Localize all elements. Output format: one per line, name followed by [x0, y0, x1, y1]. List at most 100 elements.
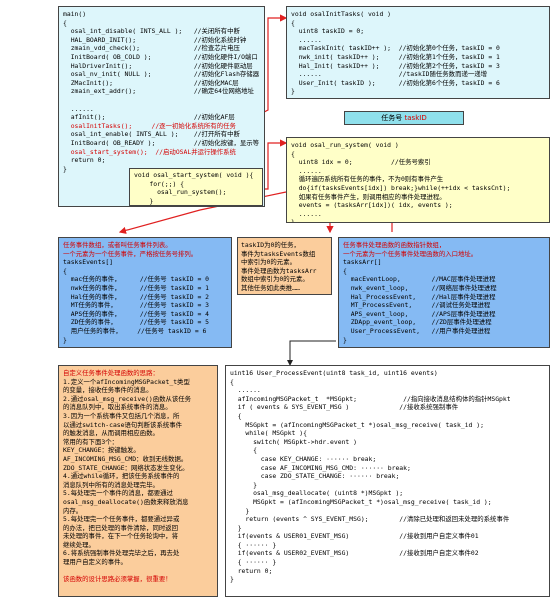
explain-line: 6.将系统强制事件处理完毕之后，再去处 [63, 549, 180, 558]
run-system-line: } [291, 218, 295, 223]
tasks-events-line: 任务事件数组，或者叫任务事件列表。 [63, 241, 172, 249]
init-tasks-box: void osalInitTasks( void ){ uint8 taskID… [286, 6, 550, 99]
tasks-events-line: } [63, 335, 67, 344]
user-process-line: uint16 User_ProcessEvent(uint8 task_id, … [230, 369, 438, 377]
main-line: osal_start_system(); //启动OSAL并运行操作系统 [63, 147, 236, 156]
tasks-arr-line: APS_event_loop, //APS层事件处理进程 [343, 309, 496, 318]
user-process-line: if ( events & SYS_EVENT_MSG ) //接收系统强制事件 [230, 403, 459, 412]
explain-line: 的办法，把已处理的事件清除，同时返回 [63, 523, 179, 532]
init-tasks-code: void osalInitTasks( void ){ uint8 taskID… [291, 10, 545, 96]
start-system-line: } [134, 205, 258, 206]
main-line: InitBoard( OB_COLD ); //初始化硬件I/O端口 [63, 52, 258, 61]
explain-line [63, 567, 213, 576]
user-process-line: { ······ } [230, 540, 277, 549]
user-process-event-code: uint16 User_ProcessEvent(uint8 task_id, … [230, 369, 545, 584]
tasks-arr-line: } [343, 335, 347, 344]
user-process-line: osal_msg_deallocate( (uint8 *)MSGpkt ); [230, 489, 404, 498]
tasks-arr-line: 任务事件处理函数的函数指针数组， [343, 241, 446, 249]
init-tasks-line: User_Init( taskID ); //初始化第6个任务，taskID =… [291, 78, 500, 87]
main-line: osalInitTasks(); //逐一初始化系统所有的任务 [63, 121, 236, 130]
run-system-line: events = (tasksArr[idx])( idx, events ); [291, 201, 453, 210]
explain-text: 1.定义一个afIncomingMSGPacket_t类型的变量，接收任务事件的… [63, 378, 213, 584]
user-process-line: afIncomingMSGPacket_t *MSGpkt; //指向接收消息结… [230, 394, 511, 403]
main-line: { [63, 18, 67, 27]
user-process-line: } [230, 523, 242, 532]
explain-line: 的变量，接收任务事件的消息。 [63, 386, 153, 395]
init-tasks-line: nwk_init( taskID++ ); //初始化第1个任务，taskID … [291, 52, 500, 61]
run-system-code: void osal_run_system( void ){ uint8 idx … [291, 141, 545, 223]
tasks-events-line: ZD任务的事件， //任务号 taskID = 5 [63, 318, 210, 327]
main-line: InitBoard( OB_READY ); //初始化按键，显示等 [63, 138, 260, 147]
tasks-arr-line: 一个元素为一个任务事件处理函数的入口地址。 [343, 249, 478, 258]
middle-note-line: 事件处理函数为tasksArr [241, 266, 317, 275]
main-line: return 0; [63, 156, 106, 165]
tasks-arr-line: { [343, 266, 347, 275]
tasks-events-line: MT任务的事件， //任务号 taskID = 3 [63, 301, 210, 310]
user-process-line: { [230, 446, 257, 455]
middle-note-text: taskID为0的任务，事件为tasksEvents数组中索引为0的元素。事件处… [241, 241, 328, 293]
middle-note-line: 其他任务如此类推…… [241, 283, 300, 292]
tasks-events-line: { [63, 266, 67, 275]
tasks-arr-line: nwk_event_loop, //网络层事件处理进程 [343, 283, 497, 292]
run-system-line: void osal_run_system( void ) [291, 141, 399, 149]
tasks-events-line: 用户任务的事件， //任务号 taskID = 6 [63, 326, 207, 335]
tasks-arr-box: 任务事件处理函数的函数指针数组，一个元素为一个任务事件处理函数的入口地址。tas… [338, 237, 550, 348]
init-tasks-line: macTaskInit( taskID++ ); //初始化第0个任务，task… [291, 44, 500, 53]
explain-line: 常用的有下面3个： [63, 437, 118, 446]
main-line: ZMacInit(); //初始化MAC层 [63, 78, 239, 87]
explain-line: osal_msg_deallocate()函数来释放消息 [63, 497, 189, 506]
tasks-arr-line: MT_ProcessEvent, //调试任务处理进程 [343, 301, 491, 310]
explain-line: 5.每处理完一个任务事件，都要通过异或 [63, 515, 180, 524]
user-process-line: if(events & USER01_EVENT_MSG) //接收到用户自定义… [230, 532, 479, 541]
init-tasks-line: ...... [291, 35, 322, 44]
tasks-arr-line: ZDApp_event_loop, //ZD层事件处理进程 [343, 318, 492, 327]
user-process-line: case AF_INCOMING_MSG_CMD: ······ break; [230, 463, 411, 472]
main-line: } [63, 164, 67, 173]
explain-line: 未处理的事件，在下一个任务轮询中，将 [63, 532, 179, 541]
tasks-arr-code: 任务事件处理函数的函数指针数组，一个元素为一个任务事件处理函数的入口地址。tas… [343, 241, 545, 344]
user-process-line: ...... [230, 386, 261, 395]
explain-line: 1.定义一个afIncomingMSGPacket_t类型 [63, 377, 190, 386]
run-system-line: 循环遍历系统所有任务的事件，不为0则有事件产生 [291, 175, 444, 184]
init-tasks-line: void osalInitTasks( void ) [291, 10, 392, 18]
run-system-line: { [291, 149, 295, 158]
tasks-events-line: nwk任务的事件， //任务号 taskID = 1 [63, 283, 210, 292]
middle-note-line: 数组中索引为0的元素。 [241, 275, 309, 284]
explain-line: AF_INCOMING_MSG_CMD：收到无线数据。 [63, 454, 188, 463]
tasks-arr-line: tasksArr[] [343, 258, 382, 267]
init-tasks-line: Hal_Init( taskID++ ); //初始化第2个任务，taskID … [291, 61, 500, 70]
tasks-events-line: APS任务的事件， //任务号 taskID = 4 [63, 309, 210, 318]
main-line: main() [63, 10, 87, 18]
explain-line: 以通过switch-case语句判断该系统事件 [63, 420, 183, 429]
taskid-bar-name: taskID [404, 114, 427, 122]
user-process-line: switch( MSGpkt->hdr.event ) [230, 437, 357, 446]
middle-note-box: taskID为0的任务，事件为tasksEvents数组中索引为0的元素。事件处… [237, 237, 332, 295]
user-process-line: return 0; [230, 566, 273, 575]
explain-line: 4.通过while循环，把该任务系统事件的 [63, 472, 180, 481]
user-process-line: { [230, 377, 234, 386]
explain-line: 5.每处理完一个事件的消息，都要通过 [63, 489, 173, 498]
run-system-line: uint8 idx = 0; //任务号索引 [291, 158, 431, 167]
user-process-line: return (events ^ SYS_EVENT_MSG); //清除已处理… [230, 515, 510, 524]
main-line: osal_nv_init( NULL ); //初始化Flash存储器 [63, 70, 260, 79]
main-line: zmain_vdd_check(); //检查芯片电压 [63, 44, 240, 53]
explain-line: 消息队列中所有的消息处理完毕。 [63, 480, 159, 489]
explain-box: 自定义任务事件处理函数的思路： 1.定义一个afIncomingMSGPacke… [58, 365, 218, 597]
tasks-events-box: 任务事件数组，或者叫任务事件列表。一个元素为一个任务事件，严格按任务号排列。ta… [58, 237, 232, 348]
explain-title: 自定义任务事件处理函数的思路： [63, 369, 159, 377]
tasks-events-code: 任务事件数组，或者叫任务事件列表。一个元素为一个任务事件，严格按任务号排列。ta… [63, 241, 227, 344]
user-process-event-box: uint16 User_ProcessEvent(uint8 task_id, … [225, 365, 550, 597]
user-process-line: case ZDO_STATE_CHANGE: ······ break; [230, 472, 400, 481]
start-system-line: void osal_start_system( void ){ [134, 171, 254, 179]
user-process-line: MSGpkt = (afIncomingMSGPacket_t *)osal_m… [230, 497, 492, 506]
tasks-events-line: tasksEvents[] [63, 258, 114, 267]
main-line: osal_int_enable( INTS_ALL ); //打开所有中断 [63, 130, 240, 139]
run-system-line: ...... [291, 209, 322, 218]
taskid-bar: 任务号 taskID [344, 111, 464, 125]
start-system-line: for(;;) { [134, 179, 185, 188]
init-tasks-line: } [291, 87, 295, 96]
middle-note-line: taskID为0的任务， [241, 241, 300, 249]
explain-line: KEY_CHANGE：按键触发。 [63, 446, 140, 455]
init-tasks-line: ...... //taskID随任务数而递一递增 [291, 70, 488, 79]
explain-line: 内存。 [63, 506, 83, 515]
